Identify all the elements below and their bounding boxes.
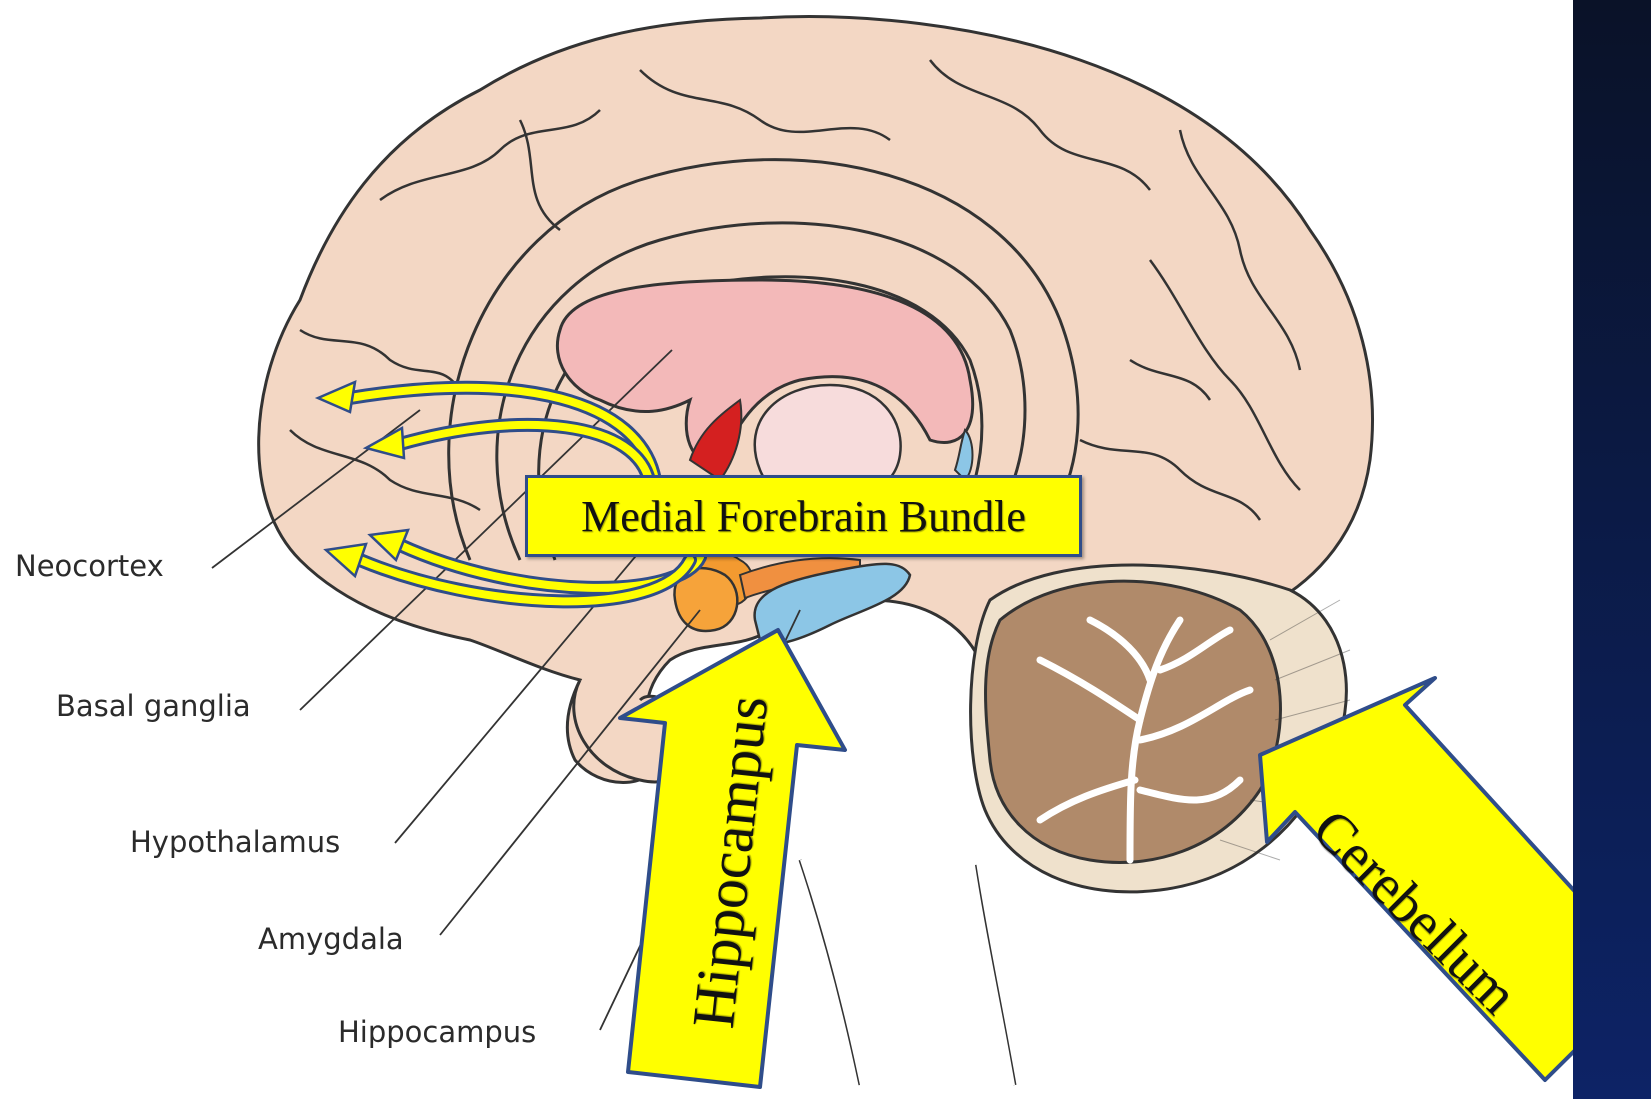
- label-amygdala: Amygdala: [258, 925, 404, 954]
- slide-side-panel: [1573, 0, 1651, 1099]
- medial-forebrain-bundle-callout: Medial Forebrain Bundle: [525, 475, 1082, 557]
- medial-forebrain-bundle-text: Medial Forebrain Bundle: [581, 491, 1026, 542]
- cerebellum-graphic: [971, 565, 1350, 892]
- label-basal-ganglia: Basal ganglia: [56, 692, 251, 721]
- label-hippocampus: Hippocampus: [338, 1018, 536, 1047]
- label-hypothalamus: Hypothalamus: [130, 828, 340, 857]
- label-neocortex: Neocortex: [15, 552, 164, 581]
